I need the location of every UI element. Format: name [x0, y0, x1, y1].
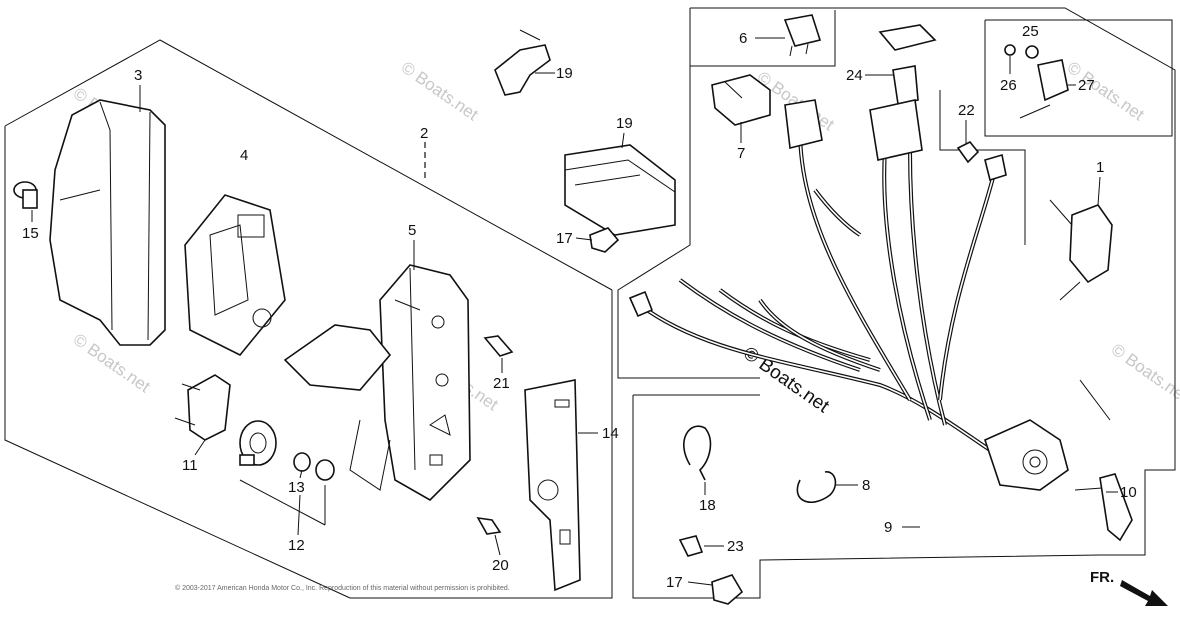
callout-12: 12	[288, 537, 305, 554]
callout-14: 14	[602, 425, 619, 442]
part-4-bracket	[184, 194, 286, 357]
callout-22: 22	[958, 102, 975, 119]
callout-6: 6	[739, 30, 747, 47]
callout-26: 26	[1000, 77, 1017, 94]
callout-27: 27	[1078, 77, 1095, 94]
callout-15: 15	[22, 225, 39, 242]
part-5-control-box	[283, 264, 471, 501]
watermark: © Boats.net	[1064, 58, 1148, 125]
part-24-fuse	[878, 24, 937, 105]
callout-8: 8	[862, 477, 870, 494]
outline-right-left	[617, 8, 760, 379]
callout-3: 3	[134, 67, 142, 84]
part-3-cover	[49, 99, 166, 346]
callout-1: 1	[1096, 159, 1104, 176]
callout-10: 10	[1120, 484, 1137, 501]
callout-13: 13	[288, 479, 305, 496]
callout-23: 23	[727, 538, 744, 555]
outline-27-box	[984, 19, 1173, 137]
outline-right-box	[690, 7, 1176, 556]
callout-11: 11	[182, 457, 198, 474]
part-9-wire-harness	[628, 99, 1007, 452]
part-7-connector	[711, 74, 771, 126]
leader-12	[239, 479, 326, 526]
part-21-bolt	[483, 335, 514, 357]
part-8-band	[796, 471, 837, 504]
front-direction-indicator: FR.	[1090, 569, 1168, 606]
callout-17-lower: 17	[666, 574, 683, 591]
front-arrow-icon	[1120, 580, 1168, 606]
part-22-cap	[956, 140, 980, 164]
part-6-relay	[783, 14, 822, 57]
outline-left-right	[350, 290, 613, 599]
callout-19-block: 19	[616, 115, 633, 132]
callout-7: 7	[737, 145, 745, 162]
callout-24: 24	[846, 67, 863, 84]
callout-21: 21	[493, 375, 510, 392]
outline-clip-box	[632, 395, 1101, 599]
callout-19-top: 19	[556, 65, 573, 82]
callout-5: 5	[408, 222, 416, 239]
callout-9: 9	[884, 519, 892, 536]
direction-label: FR.	[1090, 569, 1114, 586]
part-15-bolt	[13, 181, 38, 209]
watermark: © Boats.net	[1108, 340, 1180, 407]
callout-20: 20	[492, 557, 509, 574]
part-key-switch	[984, 419, 1069, 491]
outline-fuse-box	[939, 90, 1026, 245]
outline-relay-box	[690, 10, 836, 67]
part-17-clip-upper	[589, 227, 620, 253]
part-18-clamp	[683, 425, 712, 481]
part-25-26-27	[1004, 44, 1069, 119]
outline-left-top	[4, 39, 613, 291]
part-20-bolt	[476, 516, 502, 535]
callout-2: 2	[420, 125, 428, 142]
part-12-knob	[239, 420, 277, 466]
part-19-fuse-block	[564, 144, 676, 236]
part-23-bolt	[678, 535, 704, 557]
watermark: © Boats.net	[398, 58, 482, 125]
callout-25: 25	[1022, 23, 1039, 40]
callout-18: 18	[699, 497, 716, 514]
group-outlines	[4, 7, 1176, 599]
part-19-clip-top	[494, 29, 551, 96]
part-11-switch	[174, 374, 231, 441]
callouts: 3 4 2 5 15 11 13 12 21 20 14 19 19 17 6 …	[22, 23, 1137, 591]
callout-4: 4	[240, 147, 248, 164]
copyright-line: © 2003-2017 American Honda Motor Co., In…	[175, 584, 510, 592]
part-10-key	[1074, 473, 1133, 542]
part-17-clip-lower	[711, 574, 744, 605]
callout-17-upper: 17	[556, 230, 573, 247]
part-1-switch	[1049, 199, 1113, 421]
part-14-plate	[524, 379, 581, 592]
outline-left-bottom	[4, 126, 351, 599]
